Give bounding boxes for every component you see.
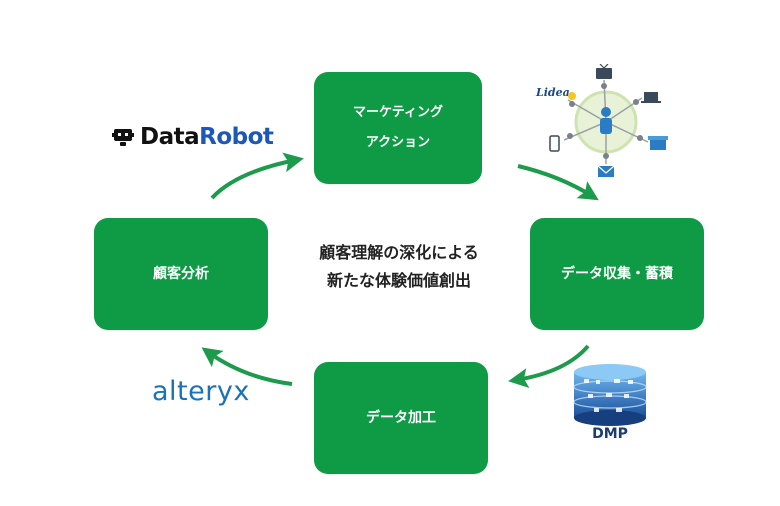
robot-icon <box>112 129 134 146</box>
arrow-marketing-to-collect <box>517 164 599 201</box>
tv-icon <box>596 64 612 79</box>
marketing-line2: アクション <box>365 135 431 150</box>
datarobot-logo: DataRobot <box>112 124 274 150</box>
laptop-icon <box>641 92 661 103</box>
phone-icon <box>549 135 560 152</box>
customer-analysis-label: 顧客分析 <box>153 266 209 282</box>
marketing-line1: マーケティング <box>353 105 443 120</box>
customer-analysis-box: 顧客分析 <box>94 218 268 330</box>
data-process-box: データ加工 <box>314 362 488 474</box>
data-process-label: データ加工 <box>366 410 436 426</box>
mail-icon <box>597 165 615 177</box>
center-line1: 顧客理解の深化による <box>319 243 479 262</box>
data-collect-box: データ収集・蓄積 <box>530 218 704 330</box>
center-caption: 顧客理解の深化による 新たな体験価値創出 <box>292 239 506 295</box>
arrow-analysis-to-marketing <box>210 152 304 200</box>
lightbulb-icon <box>568 92 576 100</box>
arrow-collect-to-process <box>508 344 590 388</box>
lidea-logo: Lidea <box>536 86 570 99</box>
data-collect-label: データ収集・蓄積 <box>561 266 673 282</box>
center-line2: 新たな体験価値創出 <box>326 271 471 290</box>
arrow-process-to-analysis <box>201 347 293 386</box>
datarobot-prefix: Data <box>140 124 200 150</box>
datarobot-suffix: Robot <box>199 124 274 150</box>
person-icon <box>600 107 612 134</box>
alteryx-logo: alteryx <box>152 376 250 407</box>
channel-hub-graphic <box>549 64 668 177</box>
marketing-action-box: マーケティング アクション <box>314 72 482 184</box>
database-icon <box>573 364 647 426</box>
store-icon <box>648 136 668 150</box>
dmp-label: DMP <box>592 426 628 442</box>
